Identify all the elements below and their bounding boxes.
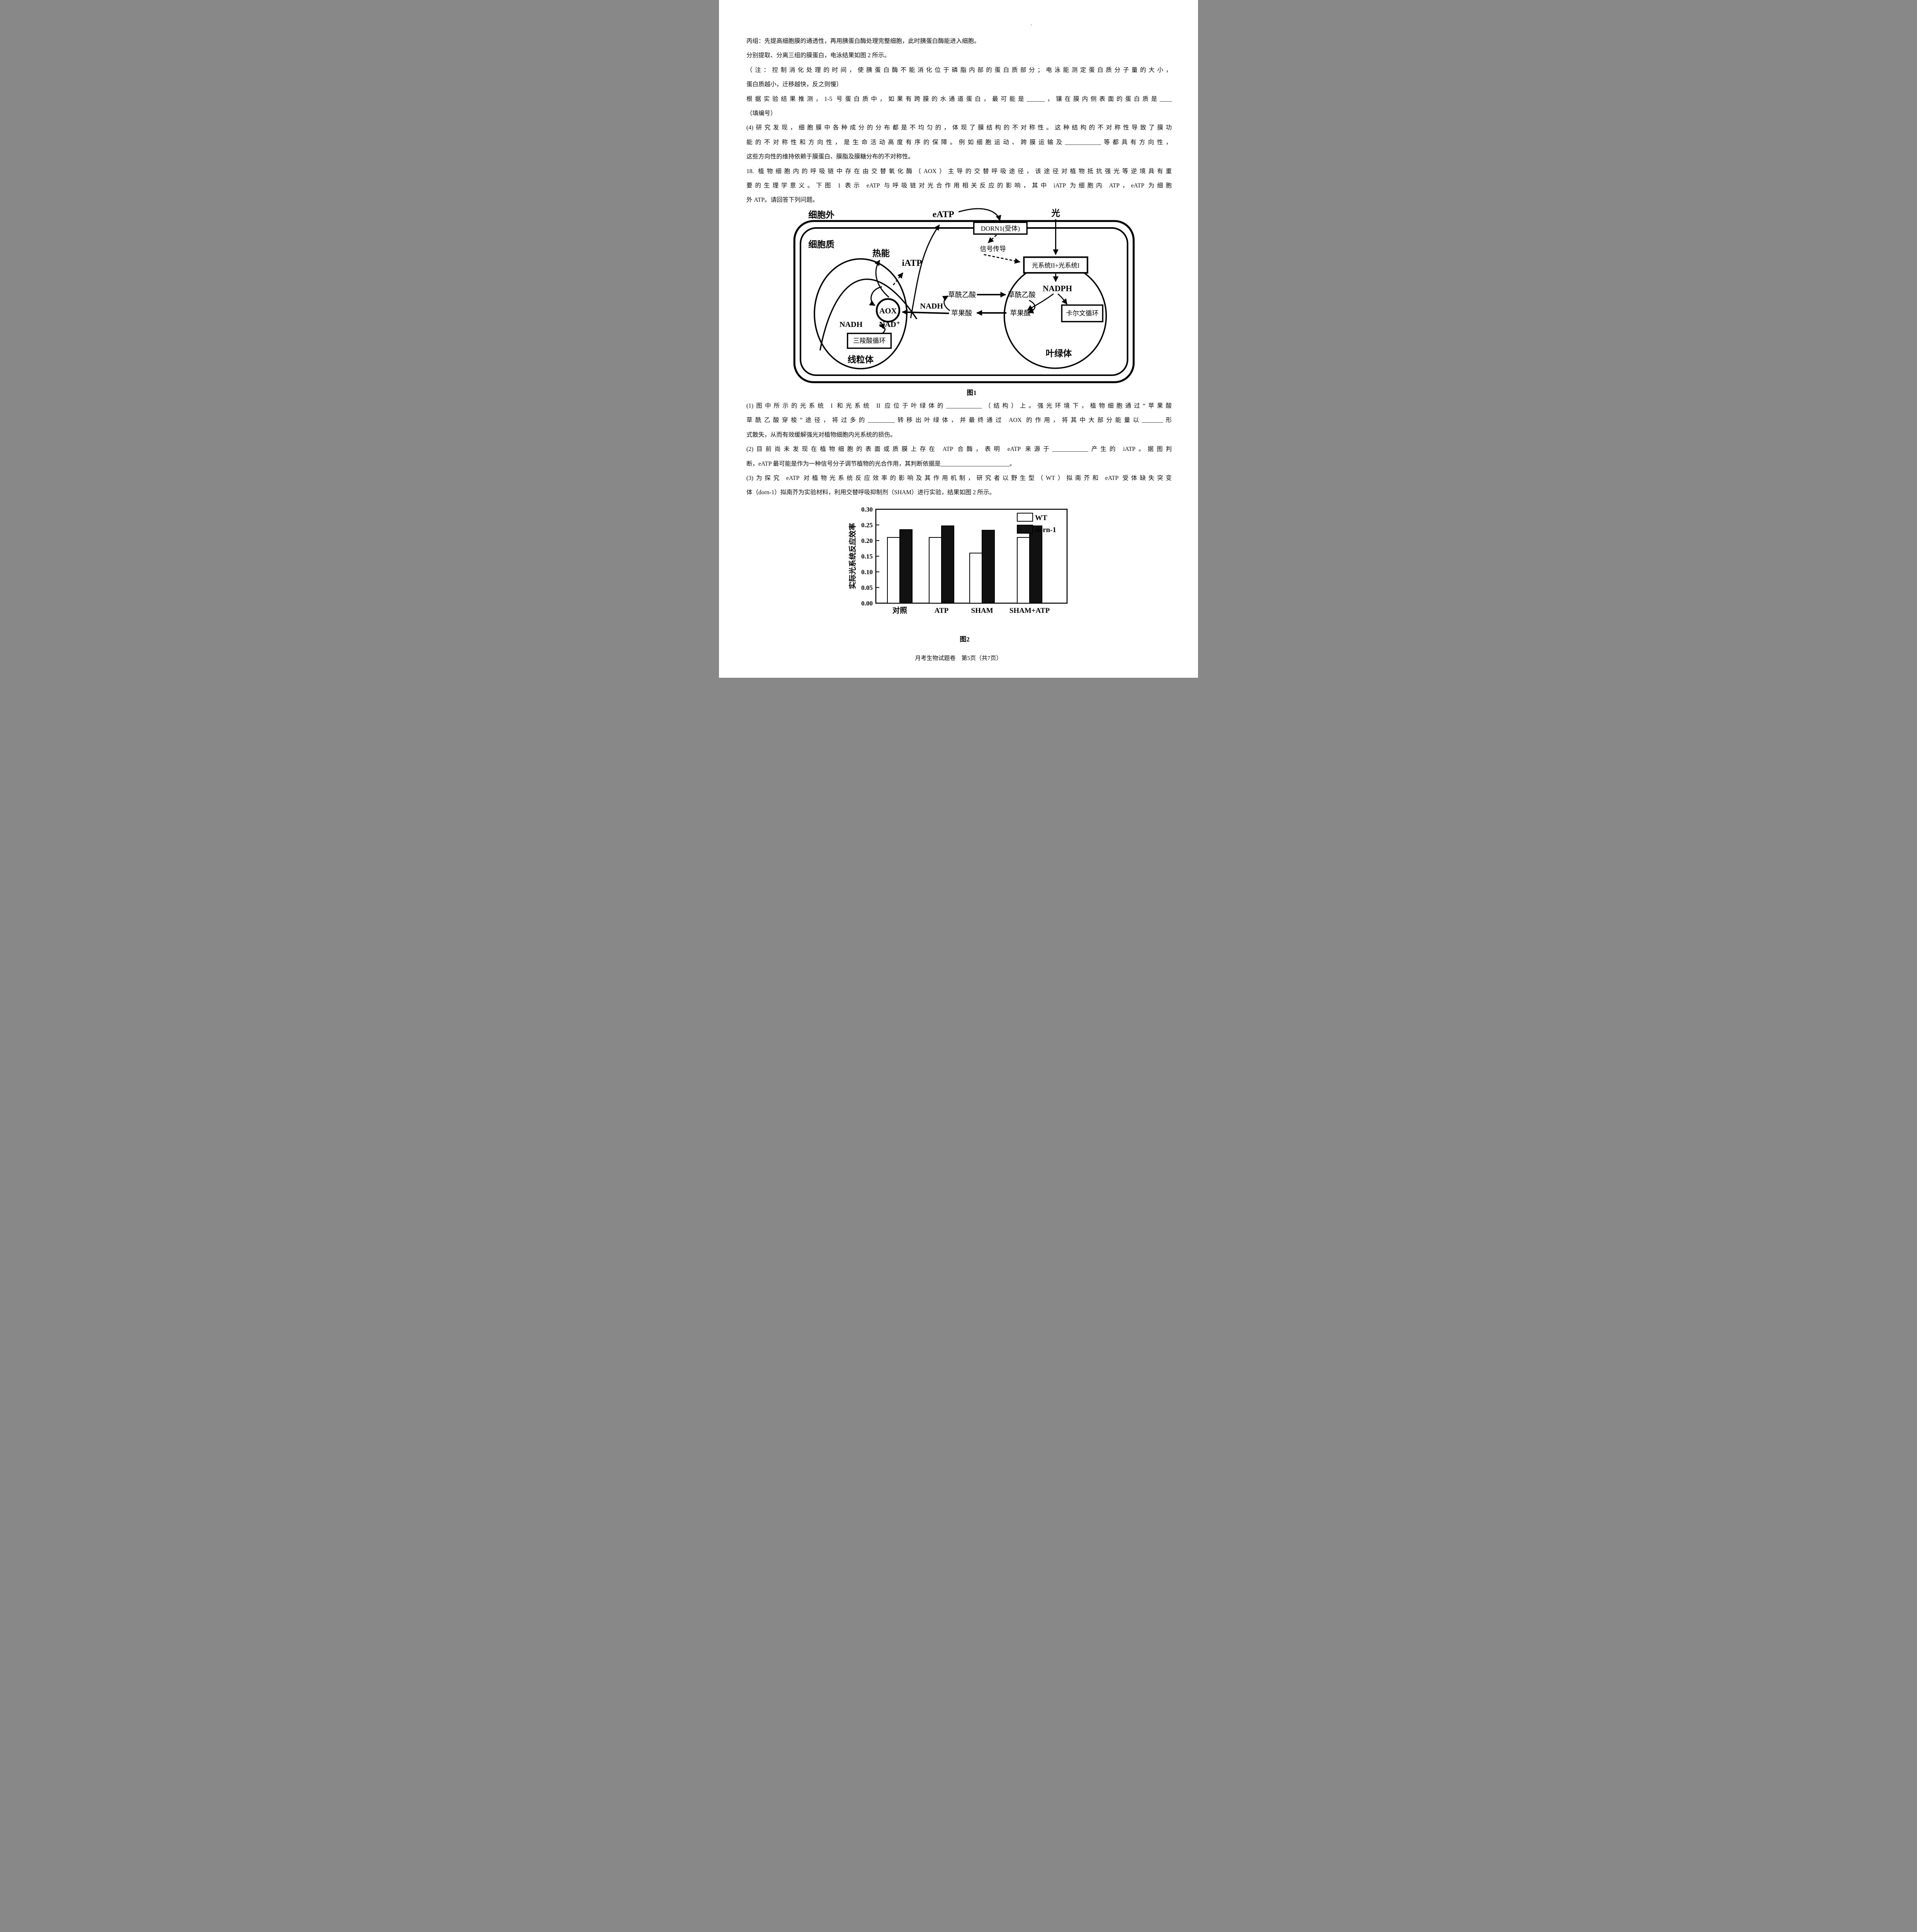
label-nadh-mito: NADH <box>840 320 863 329</box>
bar-dorn-1-SHAM+ATP <box>1029 525 1042 604</box>
bar-dorn-1-ATP <box>941 525 954 604</box>
text-line: (3)为探究 eATP 对植物光系统反应效率的影响及其作用机制，研究者以野生型（… <box>746 474 1172 481</box>
arrow-malate-to-oaa-cytosol <box>942 295 950 311</box>
text-line: 分别提取、分离三组的膜蛋白，电泳结果如图 2 所示。 <box>746 52 891 59</box>
x-category-label: SHAM <box>971 607 993 615</box>
y-tick-label: 0.25 <box>861 522 873 529</box>
arrow-malate-to-aox <box>902 309 949 315</box>
arrow-nadh-into-aox <box>869 286 882 306</box>
arrow-nadph-to-calvin <box>1057 293 1067 305</box>
label-malate-cytosol: 苹果酸 <box>951 310 972 317</box>
y-tick-label: 0.05 <box>861 584 873 592</box>
text-line: 要的生理学意义。下图 1 表示 eATP 与呼吸链对光合作用相关反应的影响，其中… <box>746 182 1172 189</box>
figure2-bar-chart: 0.00 0.05 0.10 0.15 0.20 0.25 0.30 对照 ATP SHAM SHA… <box>849 506 1068 615</box>
arrow-oaa-to-malate-chloroplast <box>1028 299 1036 314</box>
label-oaa-chloroplast: 草酰乙酸 <box>1008 291 1036 299</box>
text-line: 外 ATP。请回答下列问题。 <box>746 197 819 204</box>
y-axis-label: 实际光系统反应效率 <box>849 523 857 589</box>
figure1-diagram: 细胞外 细胞质 eATP DORN1(受体) 光 信号传导 光系统II+光系统I… <box>793 208 1135 383</box>
question-text-block: (1)图中所示的光系统 I 和光系统 II 应位于叶绿体的___________… <box>746 399 1172 500</box>
bar-WT-SHAM <box>969 553 982 604</box>
bar-WT-SHAM+ATP <box>1017 537 1030 604</box>
text-line: 草酰乙酸穿梭”途径，将过多的_________转移出叶绿体，并最终通过 AOX … <box>746 417 1172 424</box>
text-line: 体（dorn-1）拟南芥为实验材料，利用交替呼吸抑制剂（SHAM）进行实验，结果… <box>746 489 996 496</box>
receptor-box <box>973 221 1028 235</box>
x-category-label: 对照 <box>892 606 907 615</box>
label-nad-plus: NAD⁺ <box>879 320 901 329</box>
label-nadh-shuttle: NADH <box>920 302 943 311</box>
label-malate-chloroplast: 苹果酸 <box>1010 310 1031 317</box>
text-line: 丙组：先提高细胞膜的通透性，再用胰蛋白酶处理完整细胞，此时胰蛋白酶能进入细胞。 <box>746 38 980 44</box>
y-tick-label: 0.00 <box>861 600 873 607</box>
label-extracellular: 细胞外 <box>808 210 834 220</box>
arrow-signal-to-photosystems <box>984 254 1021 264</box>
text-line: (4)研究发现，细胞膜中各种成分的分布都是不均匀的，体现了膜结构的不对称性。这种… <box>746 124 1172 131</box>
arrow-to-iatp <box>893 272 903 286</box>
bar-dorn-1-对照 <box>899 529 913 604</box>
label-photosystems: 光系统II+光系统I <box>1032 262 1080 269</box>
figure1-caption: 图1 <box>967 389 977 396</box>
label-heat-energy: 热能 <box>872 248 890 258</box>
label-aox: AOX <box>879 307 897 315</box>
label-nadph: NADPH <box>1043 284 1072 293</box>
label-cytoplasm: 细胞质 <box>808 240 834 250</box>
label-tca-cycle: 三羧酸循环 <box>853 337 885 345</box>
legend-swatch-WT <box>1017 513 1033 522</box>
x-category-label: SHAM+ATP <box>1009 607 1050 615</box>
arrow-receptor-to-signal <box>987 235 997 243</box>
mitochondrion-outline <box>814 258 908 369</box>
label-signal-transduction: 信号传导 <box>980 245 1006 253</box>
arrow-eatp-to-receptor <box>958 208 1001 221</box>
legend-label: dorn-1 <box>1035 526 1056 534</box>
page-footer: 月考生物试题卷 第5页（共7页） <box>915 655 1002 662</box>
text-line: (2)目前尚未发现在植物细胞的表面或质膜上存在 ATP 合酶，表明 eATP 来… <box>746 446 1172 453</box>
photosystems-box <box>1023 256 1088 274</box>
cell-membrane-inner <box>800 227 1128 376</box>
bar-WT-对照 <box>887 537 900 604</box>
text-line: 18. 植物细胞内的呼吸链中存在由交替氧化酶（AOX）主导的交替呼吸途径，该途径… <box>746 168 1172 175</box>
label-oaa-cytosol: 草酰乙酸 <box>948 291 976 299</box>
figure2-caption: 图2 <box>960 636 970 643</box>
text-line: 这些方向性的维持依赖于膜蛋白、膜脂及膜糖分布的不对称性。 <box>746 153 914 160</box>
legend-label: WT <box>1035 514 1047 522</box>
exam-page: · 丙组：先提高细胞膜的通透性，再用胰蛋白酶处理完整细胞，此时胰蛋白酶能进入细胞… <box>719 0 1198 678</box>
tca-cycle-box <box>847 333 892 349</box>
label-chloroplast: 叶绿体 <box>1046 349 1072 359</box>
x-category-label: ATP <box>935 607 949 615</box>
arrow-aox-to-heat <box>874 260 889 298</box>
label-receptor: DORN1(受体) <box>981 225 1020 232</box>
label-iatp: iATP <box>902 258 922 268</box>
text-line: 能的不对称性和方向性，是生命活动高度有序的保障。例如细胞运动、跨膜运输及____… <box>746 139 1172 146</box>
legend-swatch-dorn-1 <box>1017 525 1033 534</box>
y-tick-label: 0.20 <box>861 537 873 544</box>
text-line: 根据实验结果推测，1-5 号蛋白质中，如果有跨膜的水通道蛋白，最可能是_____… <box>746 95 1172 102</box>
text-line: 断，eATP 最可能是作为一种信号分子调节植物的光合作用，其判断依据是_____… <box>746 460 1016 467</box>
calvin-cycle-box <box>1061 304 1103 323</box>
body-text-block: 丙组：先提高细胞膜的通透性，再用胰蛋白酶处理完整细胞，此时胰蛋白酶能进入细胞。分… <box>746 34 1172 207</box>
stray-mark: · <box>1030 22 1032 28</box>
curve-respiratory-chain <box>819 279 918 351</box>
y-tick-label: 0.15 <box>861 553 873 560</box>
y-tick-label: 0.30 <box>861 506 873 513</box>
label-mitochondrion: 线粒体 <box>848 354 874 364</box>
arrow-iatp-to-eatp <box>910 224 940 318</box>
aox-circle <box>876 298 901 323</box>
bar-WT-ATP <box>929 537 942 604</box>
cell-membrane-outer <box>793 220 1135 383</box>
y-tick-label: 0.10 <box>861 568 873 576</box>
text-line: (1)图中所示的光系统 I 和光系统 II 应位于叶绿体的___________… <box>746 403 1172 409</box>
bar-dorn-1-SHAM <box>982 530 995 604</box>
label-light: 光 <box>1051 209 1060 218</box>
text-line: 式散失，从而有效缓解强光对植物细胞内光系统的损伤。 <box>746 431 896 438</box>
text-line: （填编号） <box>746 110 777 117</box>
label-calvin-cycle: 卡尔文循环 <box>1066 310 1098 317</box>
text-line: （注：控制消化处理的时间，使胰蛋白酶不能消化位于磷脂内部的蛋白质部分；电泳能测定… <box>746 66 1172 73</box>
text-line: 蛋白质越小，迁移越快，反之则慢） <box>746 81 843 88</box>
label-eatp: eATP <box>933 209 954 219</box>
